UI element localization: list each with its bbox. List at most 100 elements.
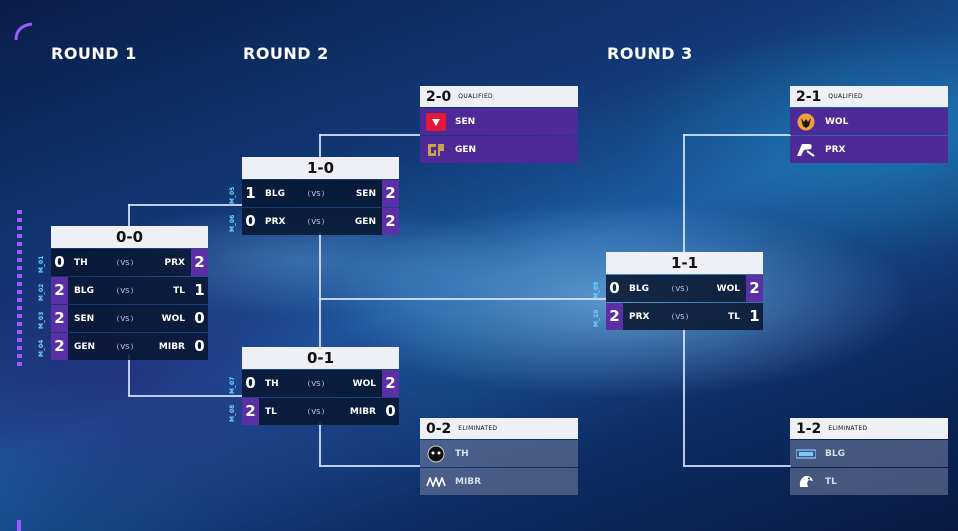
vs-label: VS bbox=[114, 259, 136, 267]
connector-line bbox=[319, 134, 420, 136]
connector-line bbox=[319, 134, 321, 158]
match-row[interactable]: M_04 2 GEN VS MIBR 0 bbox=[38, 333, 208, 360]
result-header: 2-0 QUALIFIED bbox=[420, 86, 578, 107]
left-team: BLG bbox=[629, 283, 649, 294]
connector-line bbox=[683, 465, 791, 467]
result-header: 1-2 ELIMINATED bbox=[790, 418, 948, 439]
result-record: 2-0 bbox=[426, 88, 452, 105]
result-header: 2-1 QUALIFIED bbox=[790, 86, 948, 107]
left-score: 2 bbox=[51, 333, 68, 360]
team-name: GEN bbox=[455, 144, 477, 155]
right-team: TL bbox=[728, 311, 740, 322]
right-team: TL bbox=[173, 285, 185, 296]
record-header: 1-0 bbox=[242, 157, 399, 179]
left-team: PRX bbox=[265, 216, 286, 227]
left-team: SEN bbox=[74, 313, 95, 324]
result-header: 0-2 ELIMINATED bbox=[420, 418, 578, 439]
gen-logo-icon bbox=[426, 140, 446, 159]
eliminated-1-2-card: 1-2 ELIMINATED BLG TL bbox=[790, 418, 948, 495]
match-row[interactable]: M_01 0 TH VS PRX 2 bbox=[38, 249, 208, 276]
match-row[interactable]: M_02 2 BLG VS TL 1 bbox=[38, 277, 208, 304]
right-team: WOL bbox=[716, 283, 740, 294]
match-id-label: M_06 bbox=[229, 214, 236, 232]
right-score: 2 bbox=[746, 275, 763, 302]
right-score: 2 bbox=[382, 180, 399, 207]
match-row[interactable]: M_10 2 PRX VS TL 1 bbox=[593, 303, 763, 330]
left-score: 1 bbox=[245, 184, 256, 202]
match-row[interactable]: M_06 0 PRX VS GEN 2 bbox=[229, 208, 399, 235]
round-2-low-bracket-card: 0-1 M_07 0 TH VS WOL 2 M_08 2 TL VS MIBR… bbox=[229, 347, 399, 425]
connector-line bbox=[319, 422, 321, 466]
match-row[interactable]: M_09 0 BLG VS WOL 2 bbox=[593, 275, 763, 302]
right-score: 0 bbox=[194, 309, 205, 327]
side-stripe-decoration bbox=[17, 210, 22, 370]
right-score: 2 bbox=[191, 249, 208, 276]
match-id-label: M_01 bbox=[38, 255, 45, 273]
team-row[interactable]: BLG bbox=[790, 440, 948, 467]
team-name: SEN bbox=[455, 116, 476, 127]
vs-label: VS bbox=[305, 408, 327, 416]
right-team: MIBR bbox=[349, 406, 376, 417]
team-row[interactable]: TL bbox=[790, 468, 948, 495]
result-status: QUALIFIED bbox=[458, 93, 493, 100]
match-id-label: M_08 bbox=[229, 404, 236, 422]
team-row[interactable]: PRX bbox=[790, 136, 948, 163]
match-row[interactable]: M_08 2 TL VS MIBR 0 bbox=[229, 398, 399, 425]
match-row[interactable]: M_05 1 BLG VS SEN 2 bbox=[229, 180, 399, 207]
right-team: PRX bbox=[164, 257, 185, 268]
team-row[interactable]: MIBR bbox=[420, 468, 578, 495]
qualified-2-0-card: 2-0 QUALIFIED SEN GEN bbox=[420, 86, 578, 163]
right-score: 1 bbox=[749, 307, 760, 325]
left-score: 0 bbox=[245, 212, 256, 230]
match-id-label: M_09 bbox=[593, 281, 600, 299]
eliminated-0-2-card: 0-2 ELIMINATED TH MIBR bbox=[420, 418, 578, 495]
left-team: TL bbox=[265, 406, 277, 417]
match-row[interactable]: M_03 2 SEN VS WOL 0 bbox=[38, 305, 208, 332]
match-id-label: M_07 bbox=[229, 376, 236, 394]
team-row[interactable]: TH bbox=[420, 440, 578, 467]
round-2-title: ROUND 2 bbox=[243, 44, 329, 63]
left-score: 2 bbox=[606, 303, 623, 330]
right-team: SEN bbox=[355, 188, 376, 199]
connector-line bbox=[683, 134, 791, 136]
team-row[interactable]: WOL bbox=[790, 108, 948, 135]
result-record: 0-2 bbox=[426, 420, 452, 437]
team-name: TL bbox=[825, 476, 837, 487]
left-team: GEN bbox=[74, 341, 96, 352]
connector-line bbox=[319, 465, 420, 467]
left-score: 2 bbox=[242, 398, 259, 425]
vs-label: VS bbox=[305, 218, 327, 226]
team-name: BLG bbox=[825, 448, 845, 459]
match-row[interactable]: M_07 0 TH VS WOL 2 bbox=[229, 370, 399, 397]
result-record: 2-1 bbox=[796, 88, 822, 105]
match-id-label: M_02 bbox=[38, 283, 45, 301]
right-team: MIBR bbox=[158, 341, 185, 352]
team-name: TH bbox=[455, 448, 469, 459]
connector-line bbox=[683, 328, 685, 466]
team-name: PRX bbox=[825, 144, 846, 155]
round-2-high-bracket-card: 1-0 M_05 1 BLG VS SEN 2 M_06 0 PRX VS GE… bbox=[229, 157, 399, 235]
match-id-label: M_04 bbox=[38, 339, 45, 357]
tl-logo-icon bbox=[796, 472, 816, 491]
team-name: WOL bbox=[825, 116, 849, 127]
result-status: QUALIFIED bbox=[828, 93, 863, 100]
wol-logo-icon bbox=[796, 112, 816, 131]
team-name: MIBR bbox=[455, 476, 482, 487]
team-row[interactable]: GEN bbox=[420, 136, 578, 163]
right-score: 0 bbox=[194, 337, 205, 355]
result-status: ELIMINATED bbox=[458, 425, 498, 432]
match-id-label: M_10 bbox=[593, 309, 600, 327]
left-team: TH bbox=[265, 378, 279, 389]
right-team: GEN bbox=[354, 216, 376, 227]
left-score: 2 bbox=[51, 305, 68, 332]
vs-label: VS bbox=[305, 380, 327, 388]
result-status: ELIMINATED bbox=[828, 425, 868, 432]
team-row[interactable]: SEN bbox=[420, 108, 578, 135]
record-header: 1-1 bbox=[606, 252, 763, 274]
match-id-label: M_05 bbox=[229, 186, 236, 204]
left-team: PRX bbox=[629, 311, 650, 322]
th-logo-icon bbox=[426, 444, 446, 463]
bottom-tick-decoration bbox=[17, 520, 21, 531]
connector-line bbox=[683, 134, 685, 252]
connector-line bbox=[128, 354, 130, 396]
